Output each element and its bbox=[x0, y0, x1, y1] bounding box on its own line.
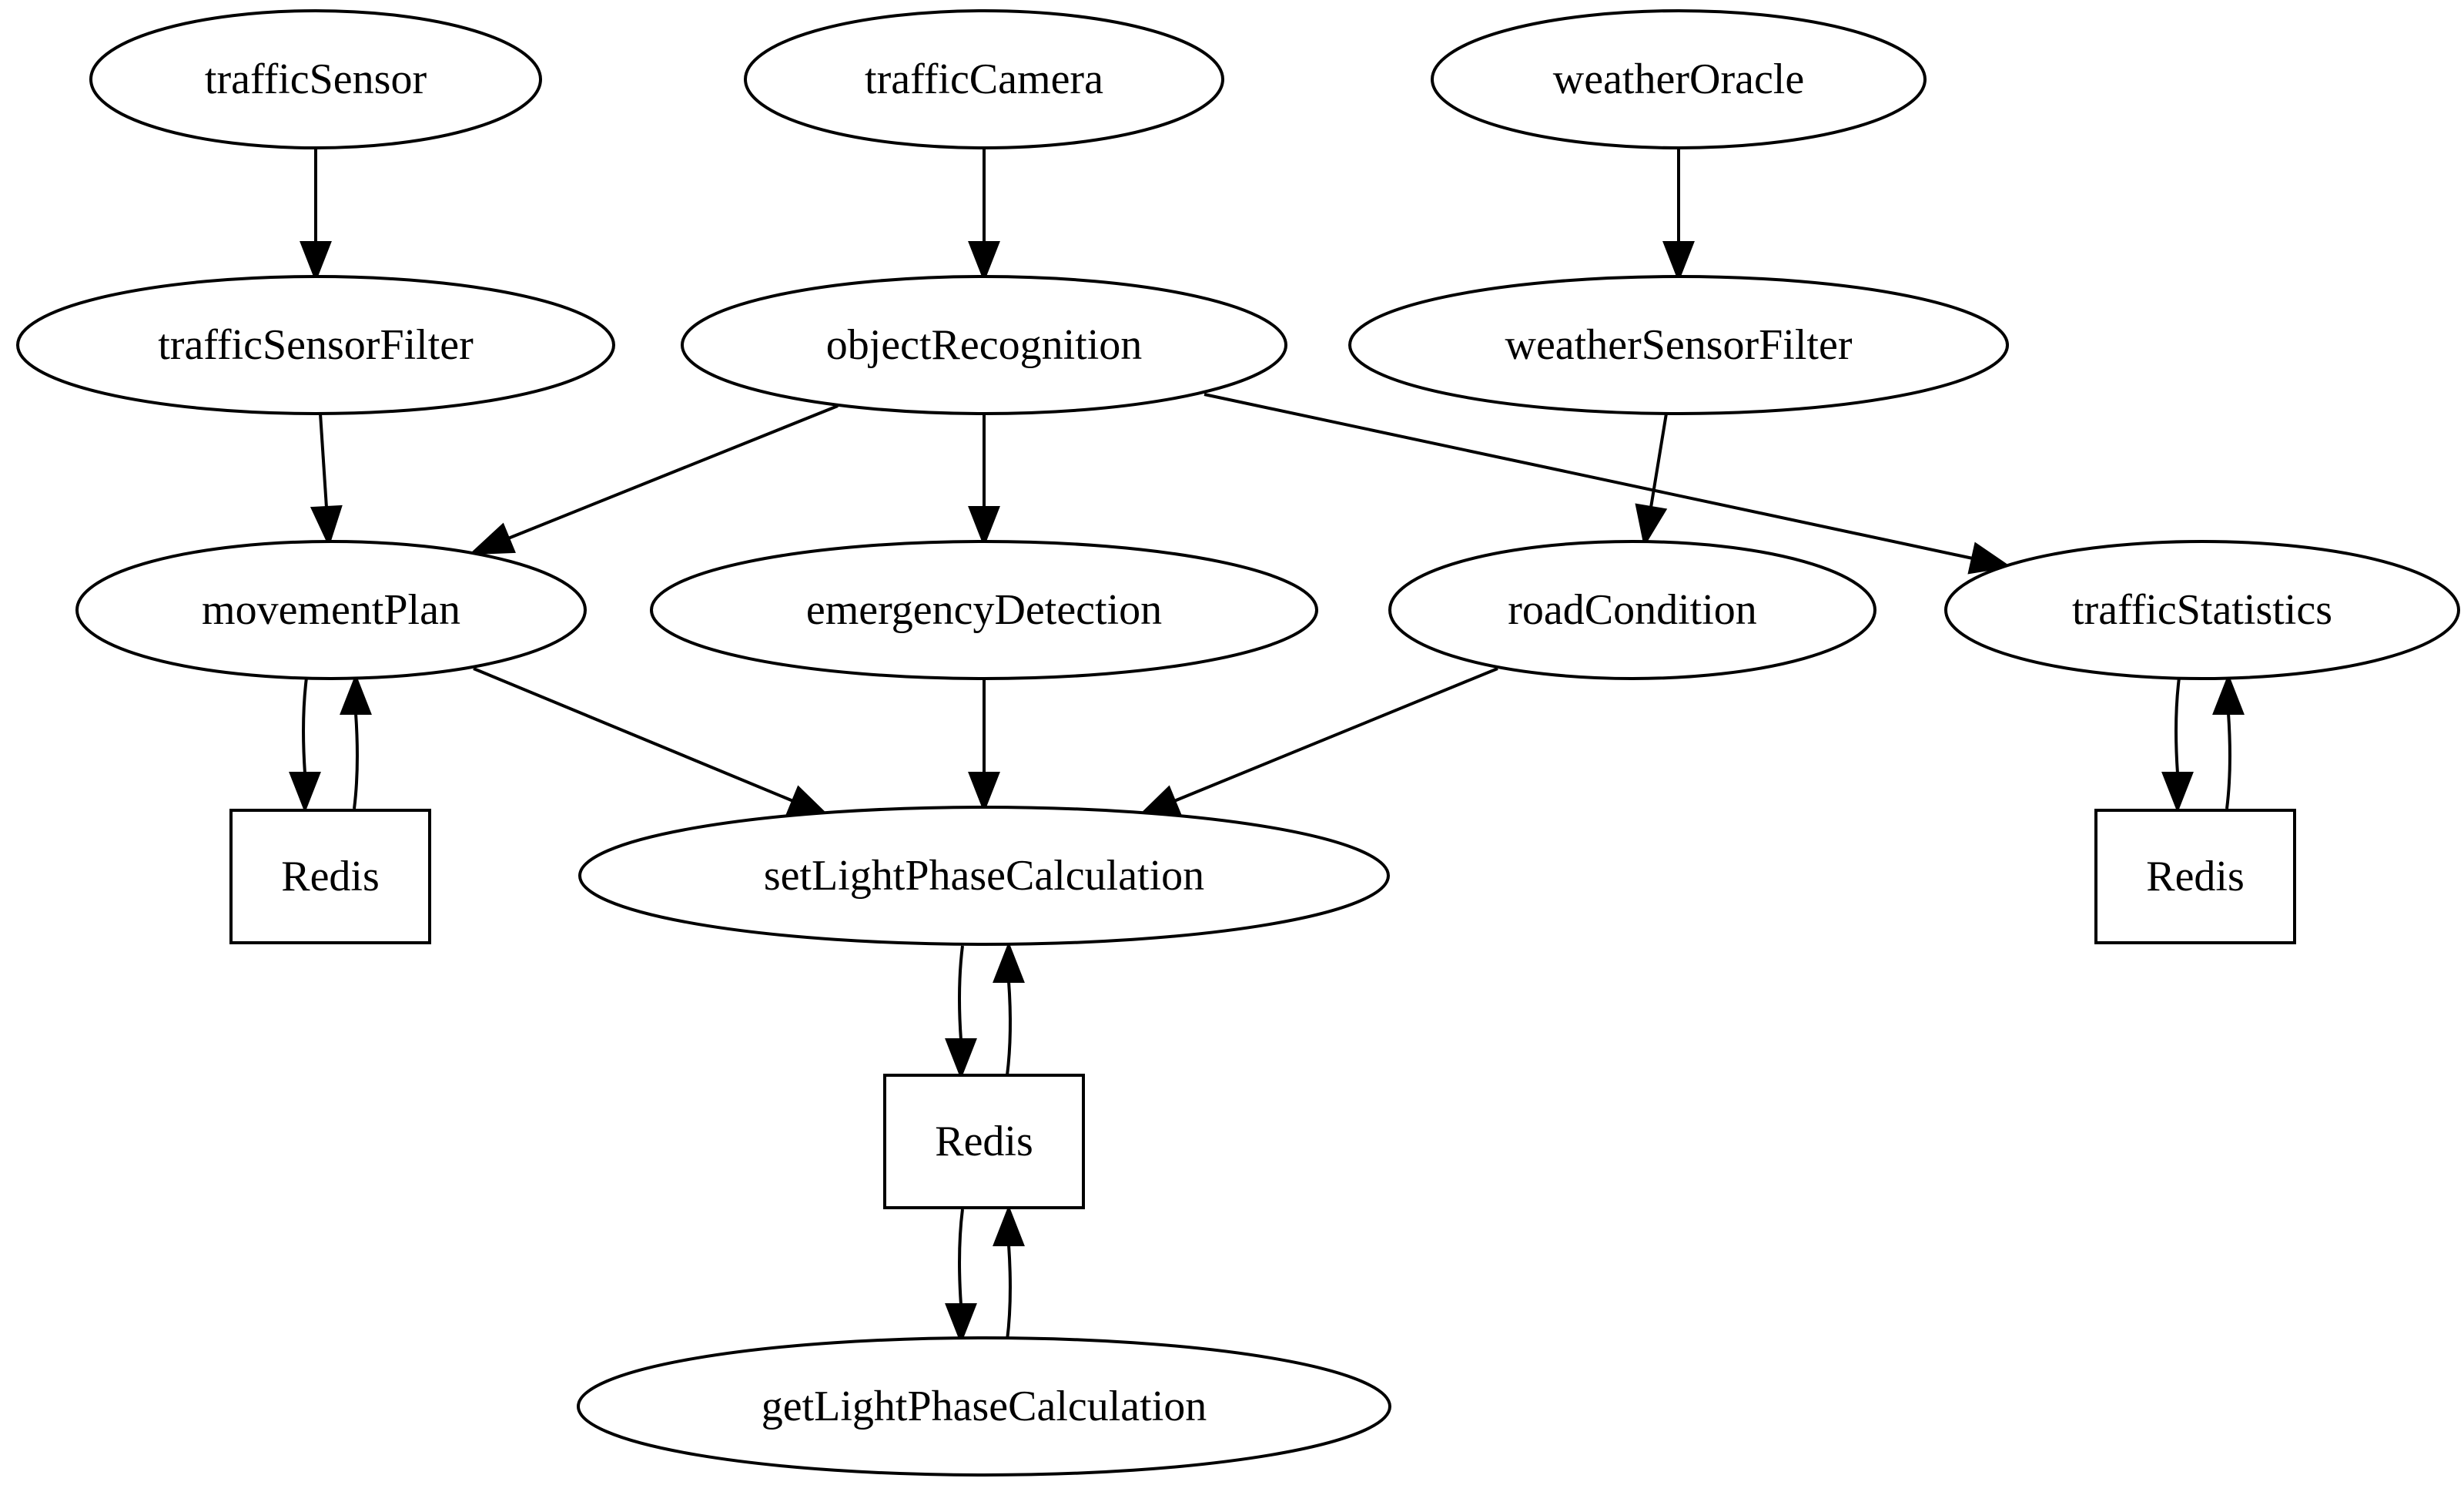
edge-trafficsensorfilter-to-movementplan bbox=[310, 413, 343, 548]
node-label: objectRecognition bbox=[826, 321, 1143, 369]
node-label: weatherSensorFilter bbox=[1505, 321, 1853, 369]
node-emergencydetection: emergencyDetection bbox=[650, 540, 1318, 680]
edges bbox=[289, 148, 2245, 1345]
node-label: trafficSensor bbox=[205, 55, 427, 103]
node-redis-trafficstatistics: Redis bbox=[2094, 809, 2296, 944]
node-label: getLightPhaseCalculation bbox=[762, 1383, 1207, 1430]
edge-weatheroracle-to-weathersensorfilter bbox=[1662, 148, 1695, 283]
node-label: trafficSensorFilter bbox=[158, 321, 474, 369]
node-getlightphasecalculation: getLightPhaseCalculation bbox=[577, 1336, 1391, 1477]
node-trafficsensor: trafficSensor bbox=[89, 9, 542, 149]
edge-movementplan-to-redis1 bbox=[289, 677, 321, 813]
node-label: Redis bbox=[2146, 853, 2245, 900]
edge-objectrecognition-to-trafficstatistics bbox=[1204, 393, 2012, 575]
edge-redis2-to-getlightphasecalculation bbox=[945, 1208, 977, 1345]
node-redis-movementplan: Redis bbox=[229, 809, 431, 944]
edge-objectrecognition-to-movementplan bbox=[468, 404, 839, 555]
node-weatheroracle: weatherOracle bbox=[1431, 9, 1927, 149]
edge-emergencydetection-to-setlightphasecalculation bbox=[968, 678, 1000, 813]
node-trafficsensorfilter: trafficSensorFilter bbox=[16, 275, 615, 415]
node-label: movementPlan bbox=[202, 586, 460, 634]
node-label: Redis bbox=[281, 853, 380, 900]
node-label: emergencyDetection bbox=[806, 586, 1162, 634]
edge-trafficstatistics-to-redis3 bbox=[2161, 677, 2194, 813]
node-label: weatherOracle bbox=[1553, 55, 1804, 103]
node-weathersensorfilter: weatherSensorFilter bbox=[1348, 275, 2009, 415]
edge-redis1-to-movementplan bbox=[340, 673, 372, 810]
edge-weathersensorfilter-to-roadcondition bbox=[1635, 413, 1668, 548]
node-movementplan: movementPlan bbox=[75, 540, 587, 680]
node-redis-lightphase: Redis bbox=[883, 1074, 1085, 1209]
edge-setlightphasecalculation-to-redis2 bbox=[945, 945, 977, 1080]
edge-redis2-to-setlightphasecalculation bbox=[993, 941, 1025, 1076]
node-label: trafficCamera bbox=[865, 55, 1103, 103]
edge-getlightphasecalculation-to-redis2 bbox=[993, 1205, 1025, 1341]
edge-redis3-to-trafficstatistics bbox=[2212, 673, 2245, 810]
node-setlightphasecalculation: setLightPhaseCalculation bbox=[578, 806, 1390, 946]
edge-movementplan-to-setlightphasecalculation bbox=[473, 667, 832, 818]
edge-trafficcamera-to-objectrecognition bbox=[968, 148, 1000, 283]
node-label: roadCondition bbox=[1508, 586, 1757, 634]
edge-trafficsensor-to-trafficsensorfilter bbox=[300, 148, 332, 283]
node-label: trafficStatistics bbox=[2072, 586, 2332, 634]
node-trafficcamera: trafficCamera bbox=[744, 9, 1224, 149]
edge-roadcondition-to-setlightphasecalculation bbox=[1136, 667, 1498, 818]
node-label: setLightPhaseCalculation bbox=[764, 852, 1204, 900]
node-trafficstatistics: trafficStatistics bbox=[1944, 540, 2460, 680]
node-roadcondition: roadCondition bbox=[1388, 540, 1876, 680]
edge-objectrecognition-to-emergencydetection bbox=[968, 414, 1000, 548]
nodes: trafficSensor trafficCamera weatherOracl… bbox=[16, 9, 2460, 1477]
node-label: Redis bbox=[935, 1118, 1033, 1165]
node-objectrecognition: objectRecognition bbox=[681, 275, 1287, 415]
